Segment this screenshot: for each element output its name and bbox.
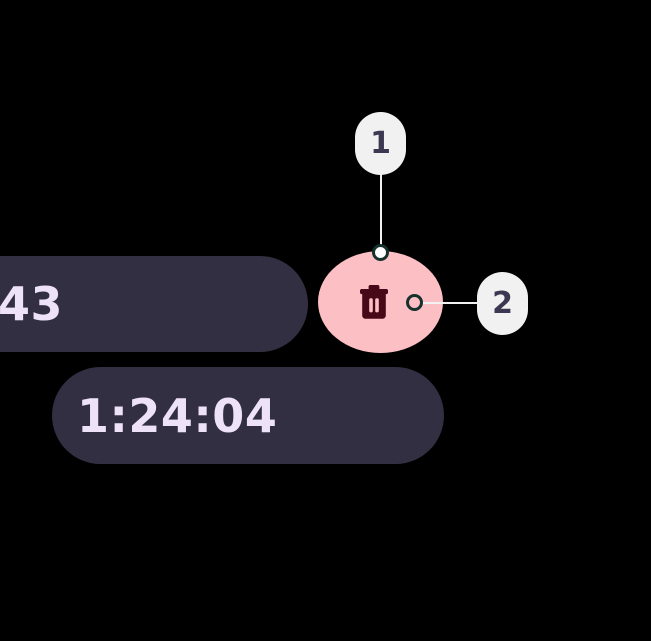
- annotation-2-anchor-dot: [406, 294, 423, 311]
- count-pill-label: 43: [0, 277, 64, 331]
- annotation-badge-2[interactable]: 2: [477, 272, 528, 335]
- trash-icon: [359, 285, 388, 319]
- annotation-1-connector: [380, 172, 382, 254]
- duration-pill-label: 1:24:04: [77, 388, 278, 443]
- annotation-2-connector: [418, 302, 480, 304]
- count-pill[interactable]: 43: [0, 256, 308, 352]
- annotation-badge-1[interactable]: 1: [355, 112, 406, 175]
- duration-pill[interactable]: 1:24:04: [52, 367, 444, 464]
- annotation-1-anchor-dot: [372, 244, 389, 261]
